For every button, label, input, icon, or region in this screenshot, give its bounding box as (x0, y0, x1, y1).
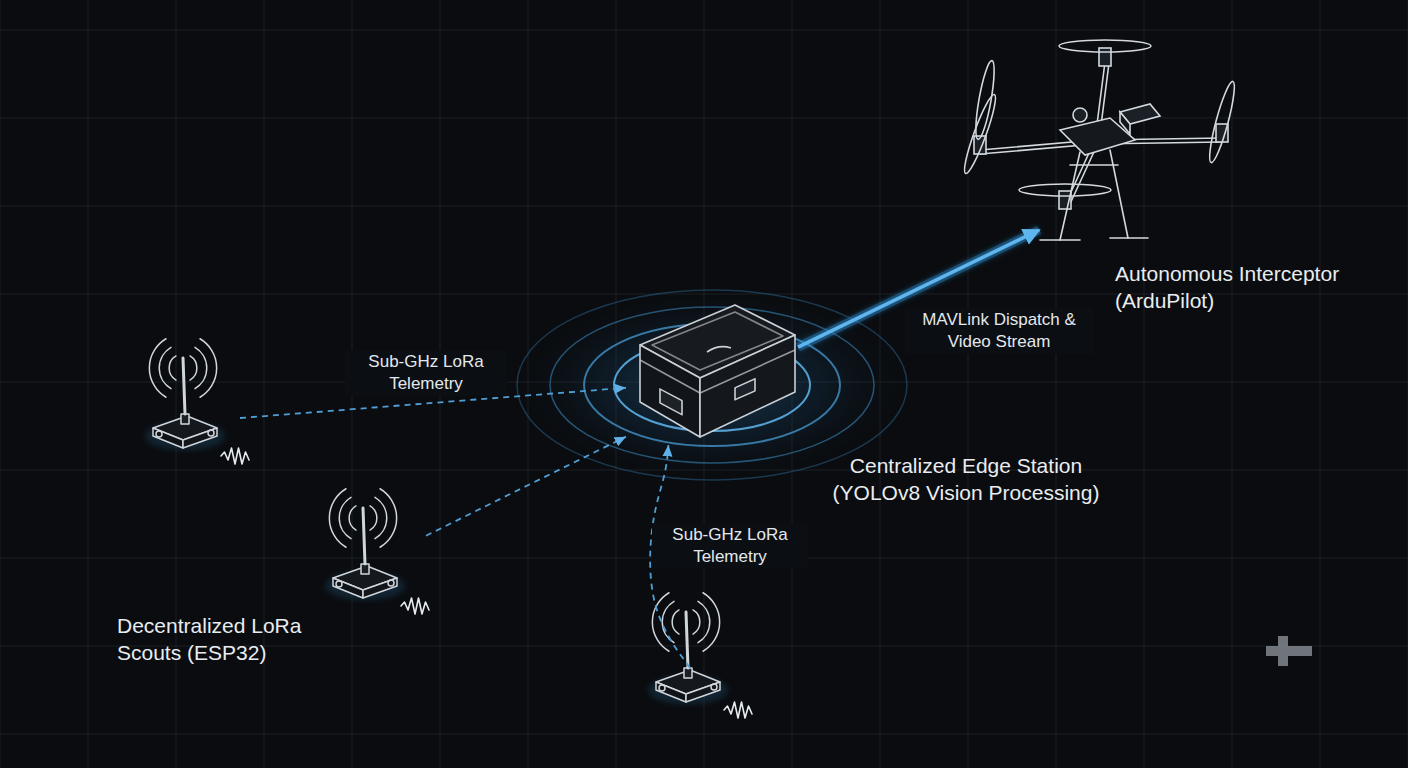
node-label: Centralized Edge Station (YOLOv8 Vision … (810, 452, 1122, 506)
node-label: Autonomous Interceptor (ArduPilot) (1115, 260, 1383, 314)
interceptor-node: Autonomous Interceptor (ArduPilot) (1000, 120, 1180, 230)
edge-label: Sub-GHz LoRa Telemetry (345, 350, 507, 396)
telemetry-link (426, 437, 626, 536)
scout-node: Decentralized LoRa Scouts (ESP32) (328, 508, 426, 616)
interceptor-drone (960, 40, 1239, 240)
edge-station-case (640, 305, 795, 437)
edge-station-node: Centralized Edge Station (YOLOv8 Vision … (626, 300, 798, 445)
node-label: Decentralized LoRa Scouts (ESP32) (117, 612, 339, 666)
edge-label: MAVLink Dispatch & Video Stream (905, 308, 1093, 354)
edge-label: Sub-GHz LoRa Telemetry (652, 523, 808, 569)
corner-mark (1266, 636, 1312, 666)
